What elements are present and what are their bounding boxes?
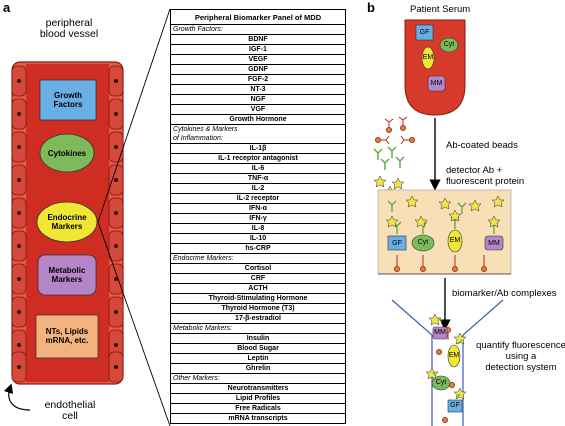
table-cell-marker: 17-β-estradiol: [170, 313, 346, 324]
well-gf-chip: GF: [392, 240, 402, 247]
metabolic-label: Metabolic Markers: [48, 266, 86, 284]
panel-b-letter: b: [367, 0, 375, 15]
nts-box: [35, 314, 99, 359]
table-title: Peripheral Biomarker Panel of MDD: [170, 9, 346, 25]
step-complexes: biomarker/Ab complexes: [452, 288, 557, 299]
table-cell-marker: IL-10: [170, 233, 346, 244]
table-cell-marker: IL-8: [170, 223, 346, 234]
table-cell-category: Endocrine Markers:: [170, 253, 346, 264]
table-cell-marker: Leptin: [170, 353, 346, 364]
table-cell-marker: IFN-α: [170, 203, 346, 214]
table-cell-marker: IGF-1: [170, 44, 346, 55]
biomarker-table: Peripheral Biomarker Panel of MDD Growth…: [170, 9, 346, 424]
well-cyt-chip: Cyt: [417, 239, 429, 246]
detection-channel: [391, 299, 504, 426]
table-cell-marker: Blood Sugar: [170, 343, 346, 354]
channel-gf-chip: GF: [450, 402, 460, 409]
cytokines-ellipse: [39, 133, 95, 173]
table-cell-marker: Growth Hormone: [170, 114, 346, 125]
vessel-label: peripheral blood vessel: [39, 17, 99, 40]
metabolic-box: [37, 254, 97, 296]
cytokines-label: Cytokines: [47, 149, 87, 158]
table-cell-marker: BDNF: [170, 34, 346, 45]
endocrine-ellipse: [36, 201, 98, 243]
table-cell-marker: mRNA transcripts: [170, 413, 346, 424]
table-cell-marker: IL-1 receptor antagonist: [170, 153, 346, 164]
channel-mm-chip: MM: [434, 329, 446, 336]
detector-ab-icon: [373, 146, 405, 170]
table-cell-category: Growth Factors:: [170, 24, 346, 35]
table-cell-marker: Thyroid-Stimulating Hormone: [170, 293, 346, 304]
step-ab-coated-beads: Ab-coated beads: [446, 140, 518, 151]
nts-label: NTs, Lipids mRNA, etc.: [45, 327, 89, 345]
table-cell-marker: VGF: [170, 104, 346, 115]
endocrine-label: Endocrine Markers: [47, 213, 87, 231]
table-cell-marker: VEGF: [170, 54, 346, 65]
channel-cyt-chip: Cyt: [435, 379, 447, 386]
table-cell-marker: Free Radicals: [170, 403, 346, 414]
endothelial-arrow: [3, 383, 31, 411]
table-cell-category: Metabolic Markers:: [170, 323, 346, 334]
table-cell-category: Cytokines & Markers of Inflammation:: [170, 124, 346, 144]
well-em-chip: EM: [449, 237, 461, 244]
table-cell-marker: CRF: [170, 273, 346, 284]
table-cell-marker: Lipid Profiles: [170, 393, 346, 404]
table-cell-marker: IL-2: [170, 183, 346, 194]
tube-em-chip: EM: [422, 54, 434, 61]
well-mm-chip: MM: [488, 240, 500, 247]
table-cell-marker: NT-3: [170, 84, 346, 95]
tube-mm-chip: MM: [430, 80, 443, 87]
table-cell-marker: Insulin: [170, 333, 346, 344]
table-cell-marker: GDNF: [170, 64, 346, 75]
channel-em-chip: EM: [448, 352, 460, 359]
table-cell-marker: FGF-2: [170, 74, 346, 85]
table-cell-marker: hs-CRP: [170, 243, 346, 254]
table-cell-marker: IFN-γ: [170, 213, 346, 224]
panel-a-letter: a: [3, 0, 11, 15]
table-cell-marker: TNF-α: [170, 173, 346, 184]
growth-factors-label: Growth Factors: [53, 91, 83, 109]
table-cell-marker: Neurotransmitters: [170, 383, 346, 394]
tube-gf-chip: GF: [419, 29, 430, 36]
growth-factors-box: [39, 79, 97, 121]
table-cell-marker: Ghrelin: [170, 363, 346, 374]
assay-well: [377, 189, 512, 275]
table-cell-marker: Cortisol: [170, 263, 346, 274]
step-detector-ab: detector Ab + fluorescent protein: [446, 165, 525, 187]
table-cell-category: Other Markers:: [170, 373, 346, 384]
patient-serum-label: Patient Serum: [410, 4, 471, 15]
ab-coated-beads-icon: [375, 116, 415, 145]
table-cell-marker: IL-1β: [170, 143, 346, 154]
step-quantify: quantify fluorescence using a detection …: [476, 340, 565, 373]
serum-tube: [404, 19, 466, 116]
table-cell-marker: ACTH: [170, 283, 346, 294]
tube-cyt-chip: Cyt: [443, 41, 455, 48]
table-cell-marker: NGF: [170, 94, 346, 105]
table-cell-marker: Thyroid Hormone (T3): [170, 303, 346, 314]
endothelial-cell-label: endothelial cell: [44, 399, 96, 422]
table-cell-marker: IL-2 receptor: [170, 193, 346, 204]
table-cell-marker: IL-6: [170, 163, 346, 174]
